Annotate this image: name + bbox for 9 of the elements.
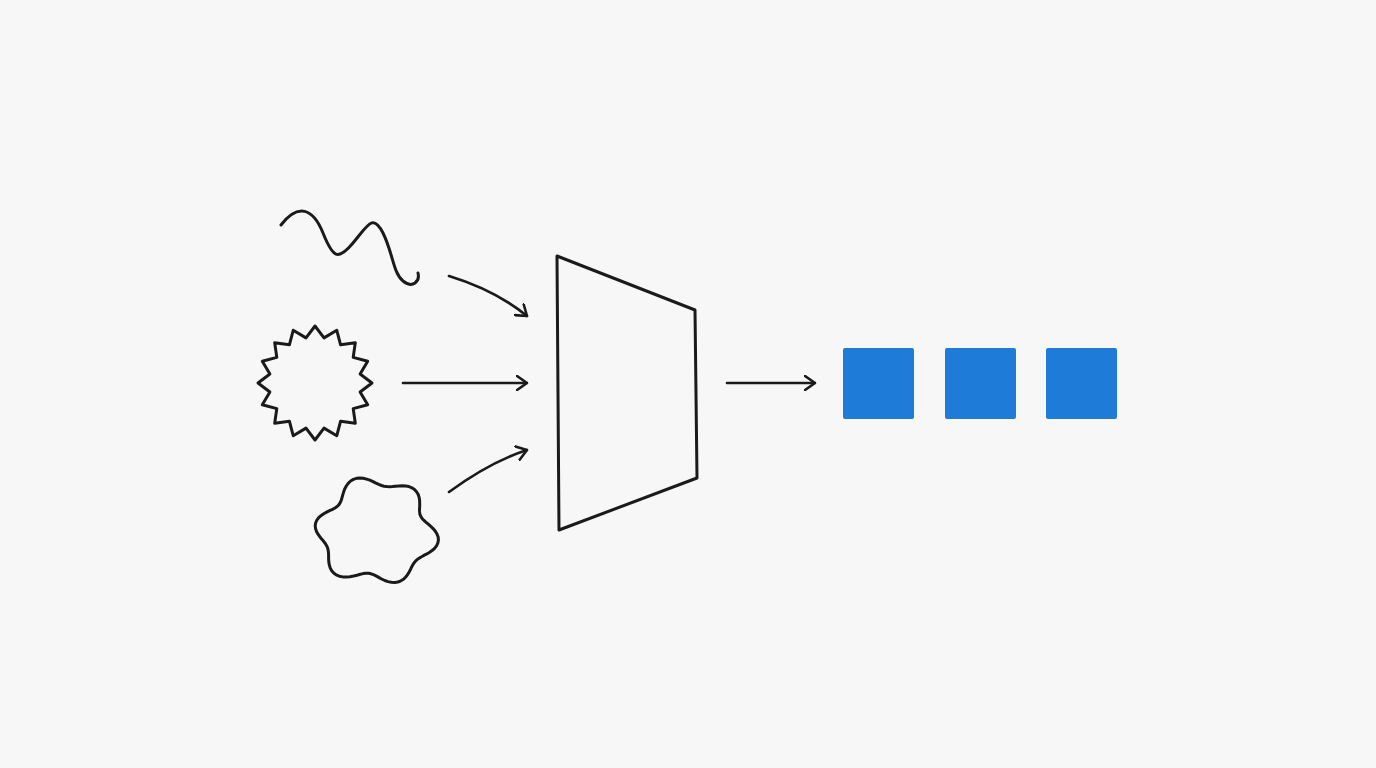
arrow xyxy=(447,445,529,494)
arrow xyxy=(725,374,817,392)
trapezoid-shape xyxy=(555,254,700,533)
arrow xyxy=(447,274,529,318)
starburst-shape xyxy=(254,322,376,444)
square-block xyxy=(1046,348,1117,419)
arrow xyxy=(401,374,529,392)
square-block xyxy=(945,348,1016,419)
square-block xyxy=(843,348,914,419)
